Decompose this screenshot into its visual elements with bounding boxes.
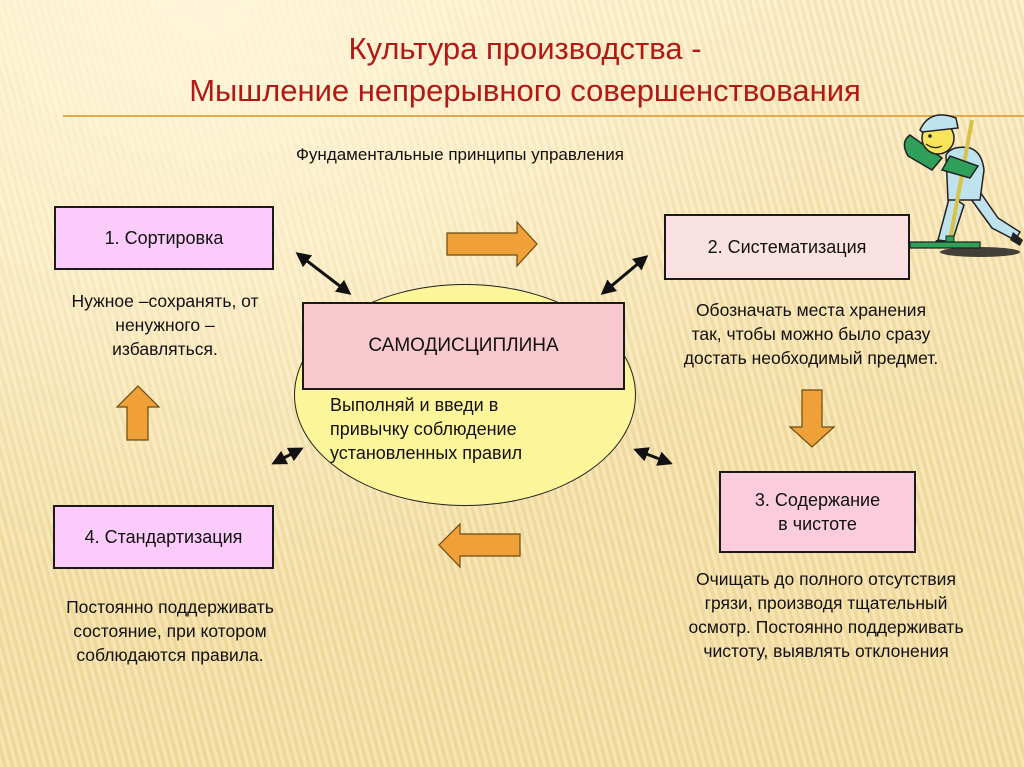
desc-line: Обозначать места хранения bbox=[695, 300, 927, 320]
flow-arrow-up bbox=[115, 385, 161, 441]
flow-arrow-left bbox=[438, 522, 521, 569]
slide-title: Культура производства - Мышление непреры… bbox=[130, 28, 920, 112]
step-box-cleanliness: 3. Содержание в чистоте bbox=[719, 471, 916, 553]
center-desc-line: Выполняй и введи в bbox=[330, 395, 499, 415]
step-4-label: 4. Стандартизация bbox=[84, 527, 243, 547]
center-desc-line: привычку соблюдение bbox=[330, 419, 517, 439]
flow-arrow-down bbox=[788, 389, 836, 448]
step-box-systematization: 2. Систематизация bbox=[664, 214, 910, 280]
step-3-label-line: 3. Содержание bbox=[754, 490, 881, 510]
step-1-description: Нужное –сохранять, от ненужного – избавл… bbox=[30, 289, 300, 361]
desc-line: соблюдаются правила. bbox=[76, 645, 264, 665]
center-label: САМОДИСЦИПЛИНА bbox=[368, 335, 559, 356]
double-arrow-3-center bbox=[633, 447, 673, 466]
step-3-label-line: в чистоте bbox=[778, 514, 857, 534]
desc-line: Постоянно поддерживать bbox=[66, 597, 274, 617]
desc-line: Нужное –сохранять, от bbox=[71, 291, 259, 311]
subtitle: Фундаментальные принципы управления bbox=[296, 145, 624, 164]
desc-line: избавляться. bbox=[112, 339, 218, 359]
center-desc-line: установленных правил bbox=[330, 443, 523, 463]
double-arrow-2-center bbox=[600, 255, 649, 295]
center-description: Выполняй и введи в привычку соблюдение у… bbox=[330, 393, 590, 465]
step-2-label: 2. Систематизация bbox=[707, 237, 867, 257]
center-box-self-discipline: САМОДИСЦИПЛИНА bbox=[302, 302, 625, 390]
step-4-description: Постоянно поддерживать состояние, при ко… bbox=[20, 595, 320, 667]
desc-line: осмотр. Постоянно поддерживать bbox=[688, 617, 964, 637]
desc-line: ненужного – bbox=[115, 315, 215, 335]
desc-line: Очищать до полного отсутствия bbox=[696, 569, 956, 589]
step-1-label: 1. Сортировка bbox=[104, 228, 224, 248]
step-box-sorting: 1. Сортировка bbox=[54, 206, 274, 270]
desc-line: чистоту, выявлять отклонения bbox=[703, 641, 949, 661]
step-2-description: Обозначать места хранения так, чтобы мож… bbox=[636, 298, 986, 370]
desc-line: состояние, при котором bbox=[73, 621, 267, 641]
flow-arrow-right bbox=[446, 220, 538, 268]
desc-line: грязи, производя тщательный bbox=[704, 593, 948, 613]
title-line-2: Мышление непрерывного совершенствования bbox=[189, 73, 861, 108]
title-divider bbox=[63, 115, 1024, 117]
cleaner-illustration bbox=[903, 114, 1023, 257]
step-box-standardization: 4. Стандартизация bbox=[53, 505, 274, 569]
desc-line: так, чтобы можно было сразу bbox=[691, 324, 931, 344]
step-3-description: Очищать до полного отсутствия грязи, про… bbox=[640, 567, 1012, 663]
desc-line: достать необходимый предмет. bbox=[683, 348, 939, 368]
title-line-1: Культура производства - bbox=[348, 31, 702, 66]
double-arrow-1-center bbox=[295, 252, 352, 295]
double-arrow-4-center bbox=[271, 447, 304, 465]
